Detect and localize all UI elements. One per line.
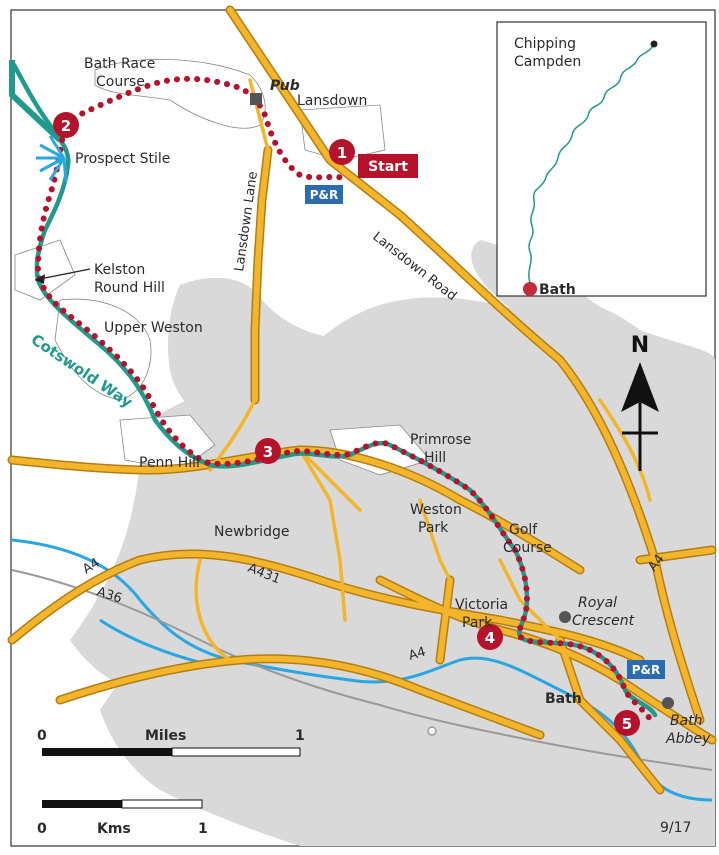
prospect-stile-viewpoint-icon xyxy=(36,135,68,183)
label-golf-2: Course xyxy=(503,540,552,556)
village-outline-kelston xyxy=(14,239,76,301)
label-royal-2: Crescent xyxy=(572,613,635,629)
scale-miles-one: 1 xyxy=(295,728,305,744)
label-a36: A36 xyxy=(95,585,124,607)
pub-marker xyxy=(250,93,262,105)
urban-area-south xyxy=(100,680,600,846)
waypoint-number: 4 xyxy=(485,629,495,647)
inset-end-marker xyxy=(523,282,537,296)
waypoint-number: 3 xyxy=(263,443,273,461)
label-golf-1: Golf xyxy=(509,522,538,538)
label-primrose-1: Primrose xyxy=(410,432,471,448)
label-bath: Bath xyxy=(545,691,582,707)
north-arrow-icon: N xyxy=(621,333,659,471)
waypoint-4: 4 xyxy=(477,624,503,650)
start-badge: Start xyxy=(358,154,418,178)
scale-kms-zero: 0 xyxy=(37,821,47,837)
bath-abbey-marker xyxy=(662,697,674,709)
cotswold-way-north xyxy=(9,60,63,143)
walk-route xyxy=(34,75,655,725)
label-bath-race-course-1: Bath Race xyxy=(84,56,155,72)
label-prospect-stile: Prospect Stile xyxy=(75,151,170,167)
label-pub: Pub xyxy=(270,78,300,94)
label-upper-weston: Upper Weston xyxy=(104,320,203,336)
label-lansdown: Lansdown xyxy=(297,93,367,109)
park-ride-label: P&R xyxy=(310,188,339,202)
waypoint-1: 1 xyxy=(329,139,355,165)
scale-bar-kms: 0 Kms 1 xyxy=(37,799,208,837)
park-ride-label: P&R xyxy=(632,663,661,677)
park-ride-badge-lansdown: P&R xyxy=(305,185,343,204)
label-kelston-2: Round Hill xyxy=(94,280,165,296)
kelston-pointer-arrow xyxy=(34,268,91,284)
inset-start-marker xyxy=(650,40,658,48)
label-kelston-1: Kelston xyxy=(94,262,145,278)
label-bath-race-course-2: Course xyxy=(96,74,145,90)
inset-label-end: Bath xyxy=(539,282,576,298)
label-a4-mid: A4 xyxy=(407,645,428,664)
inset-locator-map: Chipping Campden Bath xyxy=(496,21,707,298)
label-victoria-2: Park xyxy=(462,615,493,631)
footer-code: 9/17 xyxy=(660,820,691,836)
inset-route-line xyxy=(528,43,655,284)
waypoint-number: 5 xyxy=(622,715,632,733)
label-penn-hill: Penn Hill xyxy=(139,455,200,471)
scale-miles-label: Miles xyxy=(145,728,186,744)
place-labels: Bath Race Course Pub Lansdown Prospect S… xyxy=(75,56,711,747)
park-ride-badge-bath: P&R xyxy=(627,660,665,679)
label-weston-park-1: Weston xyxy=(410,502,462,518)
label-abbey-1: Bath xyxy=(670,713,703,729)
north-label: N xyxy=(631,333,649,358)
waypoint-3: 3 xyxy=(255,438,281,464)
urban-area-bath xyxy=(70,297,715,846)
label-abbey-2: Abbey xyxy=(665,731,711,747)
label-royal-1: Royal xyxy=(578,595,617,611)
start-label: Start xyxy=(368,159,408,175)
cotswold-way-trail xyxy=(11,62,658,718)
scale-miles-zero: 0 xyxy=(37,728,47,744)
waypoint-2: 2 xyxy=(53,112,79,138)
railway-line xyxy=(11,569,713,771)
scale-kms-one: 1 xyxy=(198,821,208,837)
scale-bar-miles: 0 Miles 1 xyxy=(37,728,305,757)
poi-markers xyxy=(250,93,674,709)
waypoint-5: 5 xyxy=(614,710,640,736)
railway-station xyxy=(427,726,437,736)
label-weston-park-2: Park xyxy=(418,520,449,536)
label-newbridge: Newbridge xyxy=(214,524,289,540)
scale-kms-label: Kms xyxy=(97,821,131,837)
inset-label-start-1: Chipping xyxy=(514,36,576,52)
label-primrose-2: Hill xyxy=(424,450,446,466)
label-victoria-1: Victoria xyxy=(455,597,508,613)
urban-area-weston xyxy=(168,277,380,420)
inset-label-start-2: Campden xyxy=(514,54,581,70)
waypoint-number: 1 xyxy=(337,144,347,162)
royal-crescent-marker xyxy=(559,611,571,623)
waypoint-number: 2 xyxy=(61,117,71,135)
